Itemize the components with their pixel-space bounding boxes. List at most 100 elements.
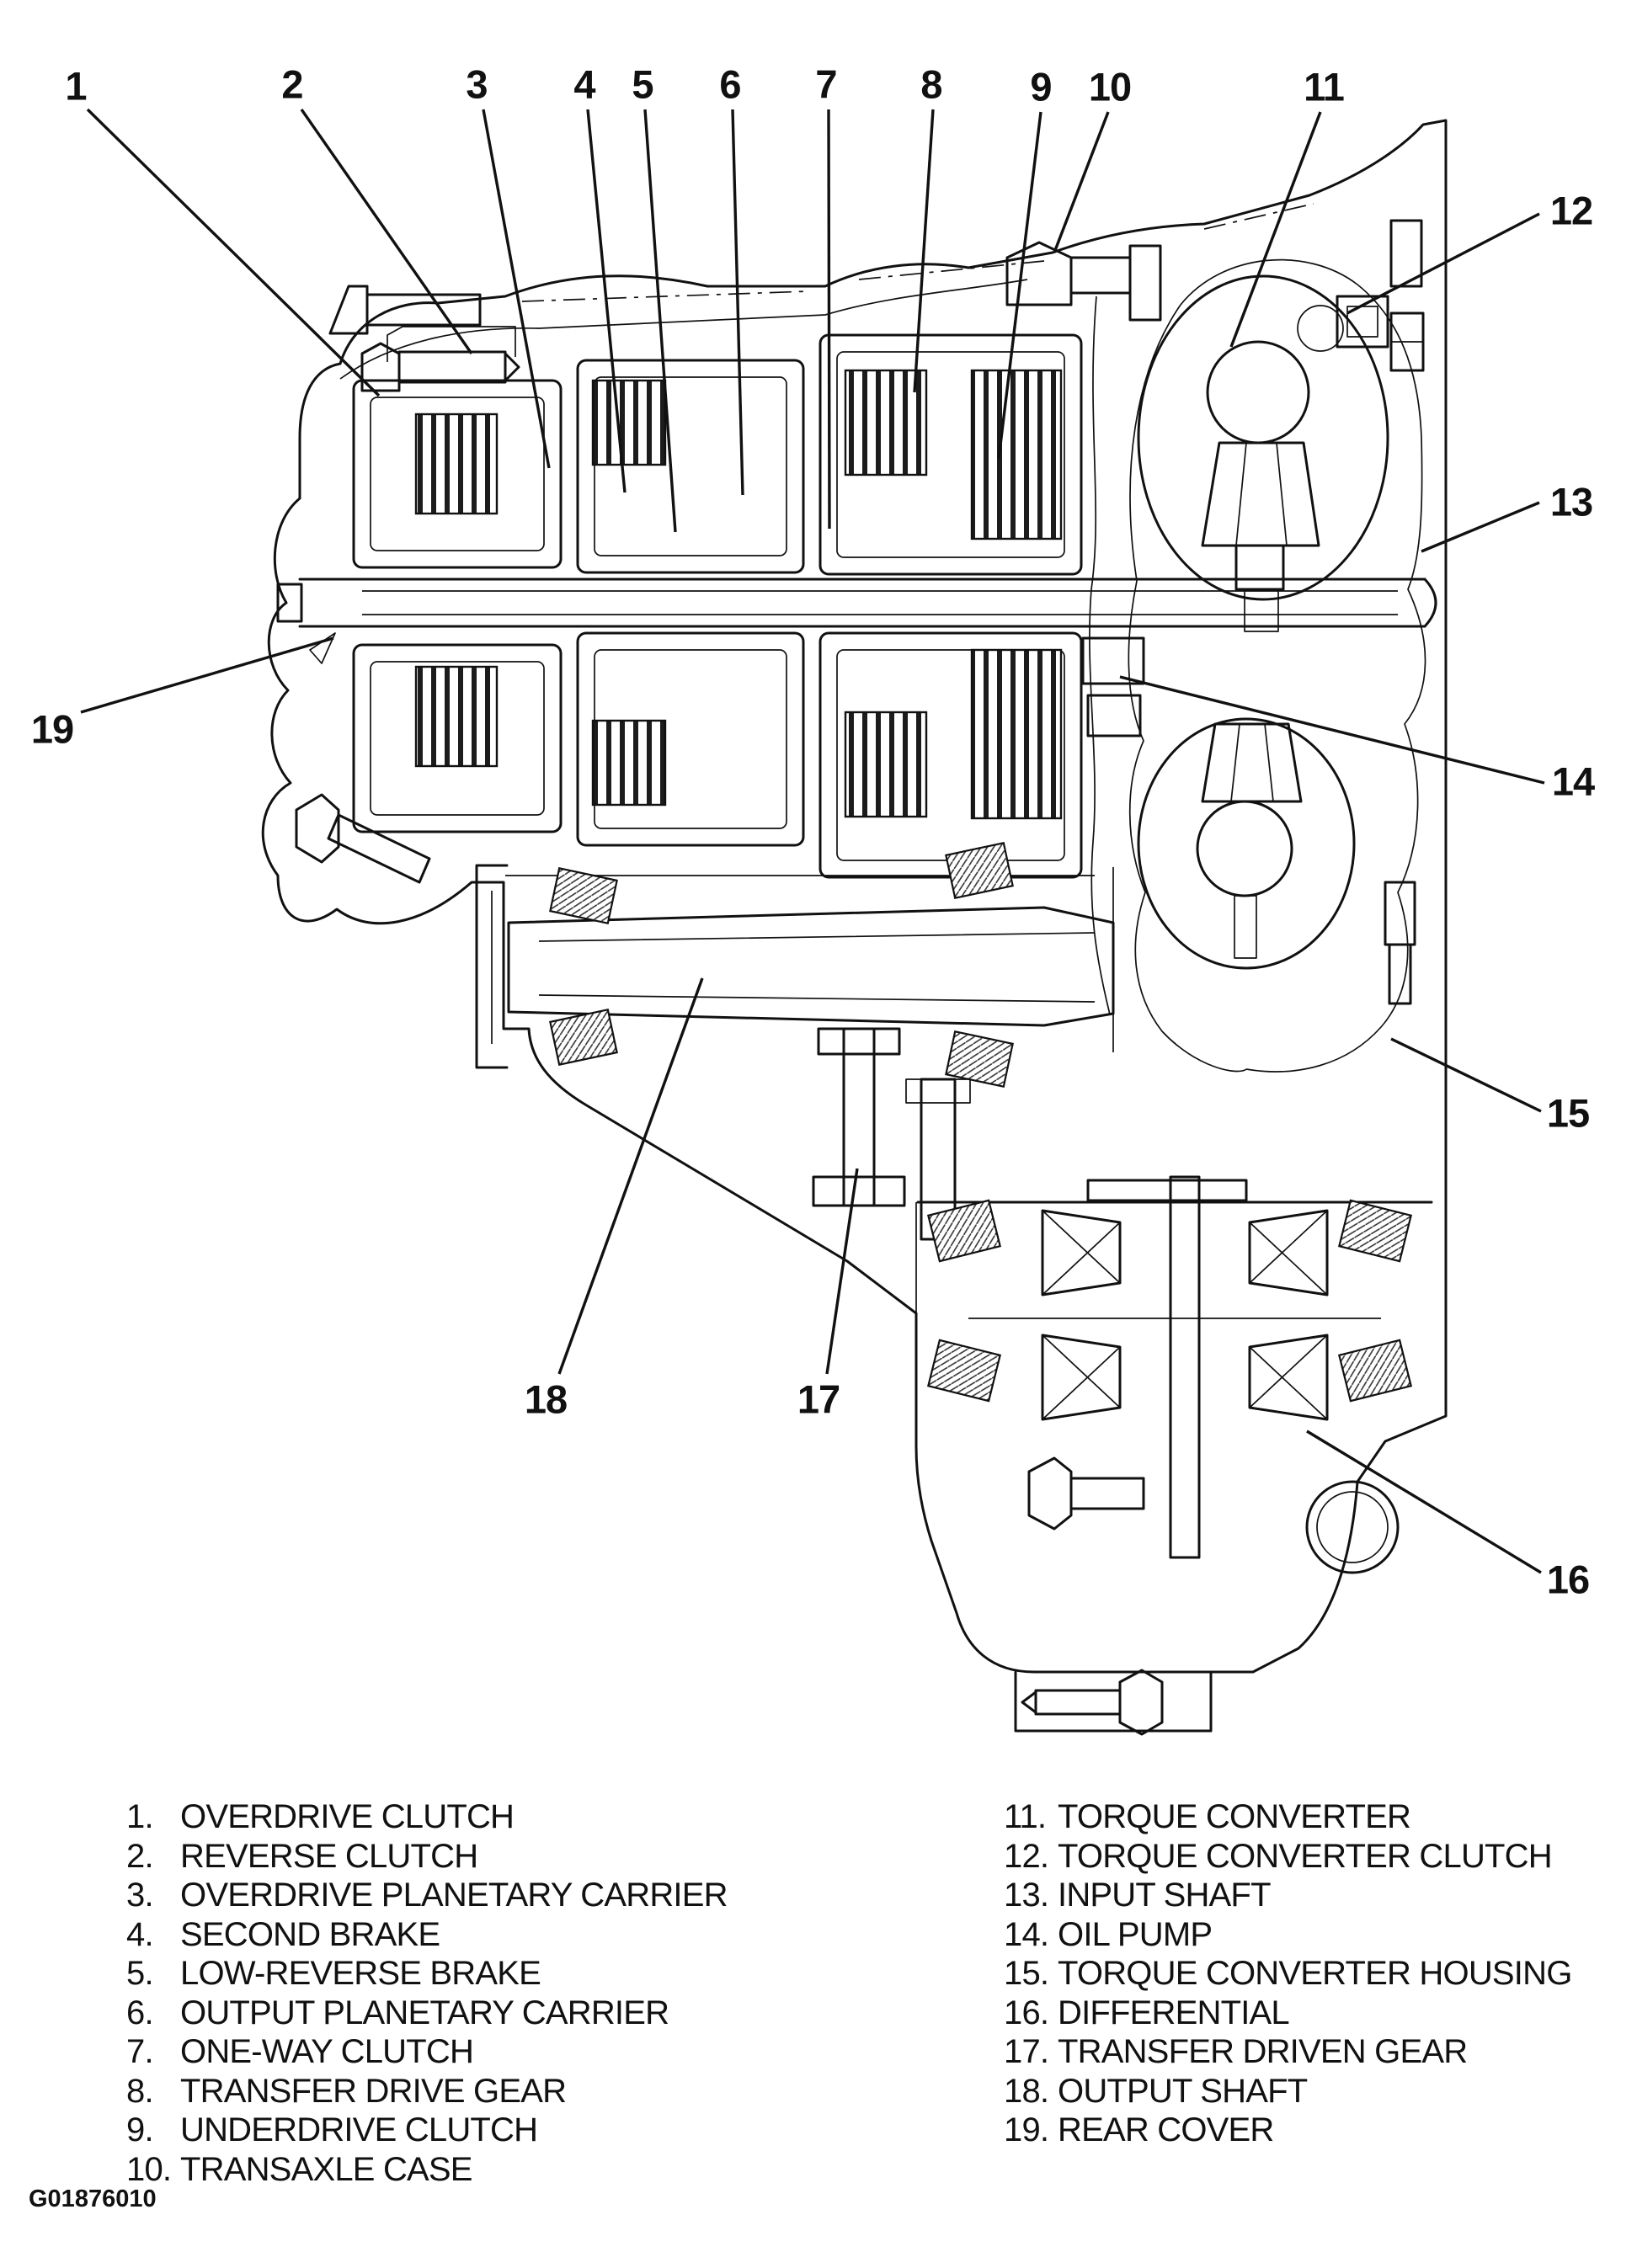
leader-line-13 bbox=[1421, 501, 1540, 553]
leader-line-11 bbox=[1229, 111, 1322, 348]
leader-line-15 bbox=[1390, 1037, 1542, 1113]
legend-num: 5. bbox=[126, 1955, 154, 1992]
legend-num: 19. bbox=[1004, 2111, 1049, 2148]
legend-right-column: 11.TORQUE CONVERTER 12.TORQUE CONVERTER … bbox=[1004, 1798, 1572, 2151]
legend-num: 8. bbox=[126, 2072, 154, 2110]
leader-line-12 bbox=[1346, 212, 1540, 315]
legend-label: OUTPUT PLANETARY CARRIER bbox=[180, 1994, 669, 2031]
legend-item-12: 12.TORQUE CONVERTER CLUTCH bbox=[1004, 1838, 1572, 1877]
legend-item-2: 2. REVERSE CLUTCH bbox=[126, 1838, 728, 1877]
legend-item-15: 15.TORQUE CONVERTER HOUSING bbox=[1004, 1955, 1572, 1994]
callout-5: 5 bbox=[632, 61, 653, 107]
callout-15: 15 bbox=[1546, 1090, 1590, 1136]
leader-line-14 bbox=[1119, 675, 1545, 785]
rear-cover-shaft-end bbox=[276, 583, 303, 623]
leader-line-17 bbox=[825, 1168, 859, 1375]
callout-6: 6 bbox=[719, 61, 741, 107]
leader-lines bbox=[80, 108, 1545, 1574]
legend-item-19: 19.REAR COVER bbox=[1004, 2111, 1572, 2151]
legend-num: 1. bbox=[126, 1798, 154, 1835]
callout-12: 12 bbox=[1549, 188, 1593, 233]
leader-line-8 bbox=[913, 109, 935, 393]
legend-item-17: 17.TRANSFER DRIVEN GEAR bbox=[1004, 2033, 1572, 2073]
leader-line-9 bbox=[997, 111, 1042, 460]
legend-label: OVERDRIVE CLUTCH bbox=[180, 1798, 515, 1835]
legend-item-1: 1. OVERDRIVE CLUTCH bbox=[126, 1798, 728, 1838]
legend-item-4: 4. SECOND BRAKE bbox=[126, 1916, 728, 1956]
overdrive-clutch-plates bbox=[414, 413, 499, 515]
legend-num: 9. bbox=[126, 2111, 154, 2148]
legend-label: OUTPUT SHAFT bbox=[1058, 2072, 1308, 2110]
legend-item-6: 6. OUTPUT PLANETARY CARRIER bbox=[126, 1994, 728, 2034]
reverse-clutch-plates bbox=[591, 379, 667, 466]
callout-2: 2 bbox=[281, 61, 303, 107]
legend-num: 12. bbox=[1004, 1837, 1049, 1875]
callout-1: 1 bbox=[65, 63, 87, 109]
legend-num: 16. bbox=[1004, 1994, 1049, 2031]
legend-num: 6. bbox=[126, 1994, 154, 2031]
oil-pump bbox=[1081, 636, 1145, 737]
callout-4: 4 bbox=[573, 61, 595, 107]
legend-label: TORQUE CONVERTER bbox=[1058, 1798, 1411, 1835]
legend-label: TRANSFER DRIVE GEAR bbox=[180, 2072, 567, 2110]
leader-line-4 bbox=[586, 109, 627, 493]
transfer-driven-gear bbox=[812, 1027, 971, 1241]
leader-line-1 bbox=[86, 108, 381, 397]
callout-19: 19 bbox=[30, 706, 74, 752]
legend-num: 3. bbox=[126, 1877, 154, 1914]
legend-item-18: 18.OUTPUT SHAFT bbox=[1004, 2073, 1572, 2112]
callout-7: 7 bbox=[815, 61, 837, 107]
legend-item-13: 13.INPUT SHAFT bbox=[1004, 1877, 1572, 1916]
legend-item-3: 3. OVERDRIVE PLANETARY CARRIER bbox=[126, 1877, 728, 1916]
legend-item-10: 10.TRANSAXLE CASE bbox=[126, 2151, 728, 2191]
legend-num: 15. bbox=[1004, 1955, 1049, 1992]
output-shaft bbox=[475, 841, 1115, 1089]
legend-label: REVERSE CLUTCH bbox=[180, 1837, 478, 1875]
legend-left-column: 1. OVERDRIVE CLUTCH 2. REVERSE CLUTCH 3. OV… bbox=[126, 1798, 728, 2190]
callout-17: 17 bbox=[797, 1376, 840, 1422]
second-brake-plates bbox=[844, 369, 928, 476]
leader-line-5 bbox=[643, 109, 677, 533]
underdrive-clutch-plates bbox=[970, 369, 1063, 540]
legend-num: 13. bbox=[1004, 1877, 1049, 1914]
leader-line-16 bbox=[1306, 1429, 1542, 1574]
legend-item-14: 14.OIL PUMP bbox=[1004, 1916, 1572, 1956]
callout-18: 18 bbox=[524, 1376, 568, 1422]
legend-label: OIL PUMP bbox=[1058, 1915, 1213, 1953]
legend-item-16: 16.DIFFERENTIAL bbox=[1004, 1994, 1572, 2034]
legend-label: INPUT SHAFT bbox=[1058, 1877, 1272, 1914]
legend-num: 2. bbox=[126, 1837, 154, 1875]
legend-label: TORQUE CONVERTER HOUSING bbox=[1058, 1955, 1572, 1992]
legend-label: DIFFERENTIAL bbox=[1058, 1994, 1290, 2031]
legend-label: ONE-WAY CLUTCH bbox=[180, 2033, 474, 2070]
legend-item-8: 8. TRANSFER DRIVE GEAR bbox=[126, 2073, 728, 2112]
leader-line-3 bbox=[482, 109, 551, 469]
callout-14: 14 bbox=[1551, 759, 1595, 804]
legend-label: TORQUE CONVERTER CLUTCH bbox=[1058, 1837, 1553, 1875]
legend-num: 17. bbox=[1004, 2033, 1049, 2070]
case-bolts bbox=[295, 219, 1425, 1005]
legend-num: 14. bbox=[1004, 1915, 1049, 1953]
differential bbox=[916, 1175, 1433, 1736]
legend-item-7: 7. ONE-WAY CLUTCH bbox=[126, 2033, 728, 2073]
figure-id: G01876010 bbox=[29, 2185, 157, 2212]
torque-converter-clutch bbox=[1297, 295, 1389, 352]
callout-3: 3 bbox=[466, 61, 488, 107]
legend-label: REAR COVER bbox=[1058, 2111, 1274, 2148]
callout-9: 9 bbox=[1030, 64, 1052, 109]
legend-label: OVERDRIVE PLANETARY CARRIER bbox=[180, 1877, 728, 1914]
leader-line-6 bbox=[731, 109, 744, 496]
leader-line-18 bbox=[557, 977, 704, 1375]
legend-num: 7. bbox=[126, 2033, 154, 2070]
legend-item-11: 11.TORQUE CONVERTER bbox=[1004, 1798, 1572, 1838]
legend-label: UNDERDRIVE CLUTCH bbox=[180, 2111, 538, 2148]
leader-line-2 bbox=[300, 109, 473, 354]
callout-16: 16 bbox=[1546, 1557, 1590, 1602]
gear-train-block bbox=[352, 333, 1145, 879]
legend-label: SECOND BRAKE bbox=[180, 1915, 440, 1953]
case-outline bbox=[261, 119, 1448, 1674]
legend-num: 4. bbox=[126, 1915, 154, 1953]
torque-converter bbox=[1128, 258, 1426, 1073]
input-shaft bbox=[276, 578, 1437, 664]
